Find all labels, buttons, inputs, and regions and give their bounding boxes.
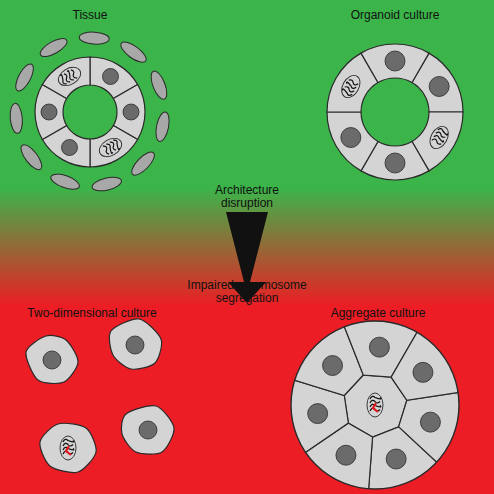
spindle bbox=[55, 64, 84, 90]
chromosome bbox=[348, 79, 358, 86]
epithelial-cell bbox=[42, 57, 90, 99]
chromosome bbox=[70, 69, 77, 79]
nucleus bbox=[62, 140, 78, 156]
flat-cell bbox=[121, 406, 174, 454]
spindle bbox=[426, 123, 452, 152]
outcome-label: Impaired chromosome segregation bbox=[172, 279, 322, 305]
spindle bbox=[60, 436, 76, 460]
aggregate-cell bbox=[391, 310, 470, 400]
chromosome bbox=[63, 439, 74, 442]
spindle bbox=[96, 135, 125, 161]
mitotic-figure bbox=[60, 436, 76, 460]
stromal-cell bbox=[38, 35, 70, 60]
cell-ring bbox=[35, 57, 145, 167]
stromal-cell bbox=[91, 175, 123, 193]
mitotic-figure bbox=[426, 123, 452, 152]
chromosome bbox=[434, 134, 445, 142]
aggregate-cell bbox=[280, 310, 363, 395]
nucleus bbox=[43, 351, 61, 369]
stromal-cell bbox=[154, 111, 172, 143]
chromosome bbox=[344, 86, 354, 93]
stromal-cell bbox=[9, 103, 24, 134]
chromosome bbox=[438, 127, 449, 135]
transition-label: Architecture disruption bbox=[202, 184, 292, 210]
flat-cell bbox=[40, 423, 96, 472]
stromal-cell bbox=[118, 38, 149, 65]
chromosome bbox=[106, 143, 114, 154]
mitotic-figure bbox=[367, 393, 383, 417]
nucleus bbox=[103, 68, 119, 84]
cell-ring bbox=[327, 44, 463, 180]
chromosome bbox=[370, 396, 381, 399]
nucleus bbox=[123, 104, 139, 120]
panel-label: Organoid culture bbox=[325, 9, 465, 22]
epithelial-cell bbox=[361, 44, 429, 83]
stroma bbox=[9, 31, 171, 193]
nucleus bbox=[139, 421, 157, 439]
stromal-cell bbox=[12, 61, 37, 93]
nucleus bbox=[385, 51, 405, 71]
mitotic-figure bbox=[338, 72, 364, 101]
panel-label: Aggregate culture bbox=[303, 307, 453, 320]
chromosome bbox=[113, 139, 121, 150]
mitotic-figure bbox=[96, 135, 125, 161]
mitotic-figure bbox=[55, 64, 84, 90]
flat-culture bbox=[26, 319, 174, 473]
nucleus bbox=[41, 104, 57, 120]
nucleus bbox=[369, 337, 389, 357]
chromosome bbox=[59, 74, 67, 85]
nucleus bbox=[341, 128, 361, 148]
spindle bbox=[367, 393, 383, 417]
nucleus bbox=[323, 356, 343, 376]
nucleus bbox=[308, 404, 328, 424]
nucleus bbox=[429, 77, 449, 97]
aggregate bbox=[280, 310, 470, 494]
chromosome bbox=[432, 138, 442, 145]
aggregate-outline bbox=[291, 321, 459, 489]
stromal-cell bbox=[49, 171, 81, 192]
flat-cell bbox=[109, 319, 161, 369]
panel-label: Tissue bbox=[30, 9, 150, 22]
nucleus bbox=[386, 449, 406, 469]
aggregate-cell bbox=[368, 427, 470, 494]
nucleus bbox=[420, 412, 440, 432]
chromosome bbox=[103, 145, 110, 155]
stromal-cell bbox=[17, 142, 45, 173]
nucleus bbox=[385, 153, 405, 173]
stromal-cell bbox=[148, 69, 170, 101]
lagging-chromosome bbox=[66, 446, 71, 455]
epithelial-cell bbox=[90, 126, 138, 168]
chromosome bbox=[341, 89, 352, 97]
nucleus bbox=[413, 362, 433, 382]
chromosome bbox=[345, 82, 356, 90]
chromosome bbox=[436, 131, 446, 138]
chromosome bbox=[66, 70, 74, 81]
stromal-cell bbox=[79, 31, 110, 45]
nucleus bbox=[336, 445, 356, 465]
epithelial-cell bbox=[327, 112, 378, 171]
lagging-chromosome bbox=[373, 403, 378, 412]
nucleus bbox=[126, 336, 144, 354]
stromal-cell bbox=[128, 149, 158, 179]
spindle bbox=[338, 72, 364, 101]
flat-cell bbox=[26, 335, 78, 383]
panel-label: Two-dimensional culture bbox=[7, 307, 177, 320]
